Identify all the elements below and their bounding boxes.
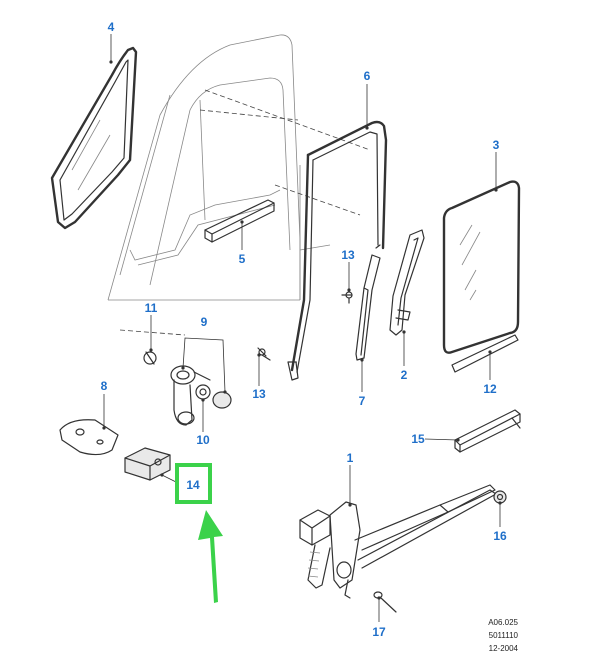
leader-lines — [102, 34, 502, 622]
part-3-door-glass — [442, 180, 521, 354]
part-13-clip — [341, 291, 353, 304]
reference-code: A06.025 — [488, 618, 518, 627]
callout-8: 8 — [101, 379, 108, 393]
callout-17: 17 — [372, 625, 386, 639]
door-frame — [107, 34, 331, 301]
part-4-quarter-glass — [50, 46, 138, 230]
dashed-guide-line — [274, 184, 361, 216]
part-12-outer-strip — [451, 334, 519, 373]
part-16-nut — [493, 490, 507, 504]
dashed-guide-line — [119, 329, 186, 336]
dashed-guide-line — [204, 89, 371, 151]
callout-12: 12 — [483, 382, 497, 396]
callout-13-upper: 13 — [341, 248, 355, 262]
callout-9: 9 — [201, 315, 208, 329]
part-15-bracket — [454, 409, 521, 453]
part-5-trim-strip — [204, 199, 275, 243]
highlight-box — [175, 463, 212, 504]
callout-14: 14 — [186, 478, 200, 492]
callout-7: 7 — [359, 394, 366, 408]
part-8-switch-plate — [59, 419, 119, 456]
callout-15: 15 — [411, 432, 425, 446]
callout-6: 6 — [364, 69, 371, 83]
reference-date: 12-2004 — [489, 644, 519, 653]
callout-11: 11 — [145, 301, 158, 315]
callout-1: 1 — [347, 451, 354, 465]
part-14-switch — [124, 447, 171, 481]
part-2-guide-rail — [389, 229, 425, 336]
part-1-window-regulator — [299, 484, 497, 599]
callout-3: 3 — [493, 138, 500, 152]
callout-4: 4 — [108, 20, 115, 34]
reference-number: 5011110 — [489, 631, 519, 640]
callout-5: 5 — [239, 252, 246, 266]
part-6-glass-run-channel — [287, 120, 388, 381]
part-17-screw — [373, 591, 397, 613]
part-10-bezel — [195, 384, 211, 400]
part-7-rear-channel — [355, 254, 381, 361]
callout-2: 2 — [401, 368, 408, 382]
part-9-knob — [212, 391, 232, 409]
part-9-handle — [170, 365, 211, 426]
part-11-clip — [143, 351, 157, 365]
callout-10: 10 — [196, 433, 210, 447]
part-13-clip — [257, 347, 271, 361]
callout-13-lower: 13 — [252, 387, 266, 401]
highlight-arrow — [198, 510, 223, 603]
dashed-guide-line — [199, 109, 299, 121]
callout-16: 16 — [493, 529, 507, 543]
